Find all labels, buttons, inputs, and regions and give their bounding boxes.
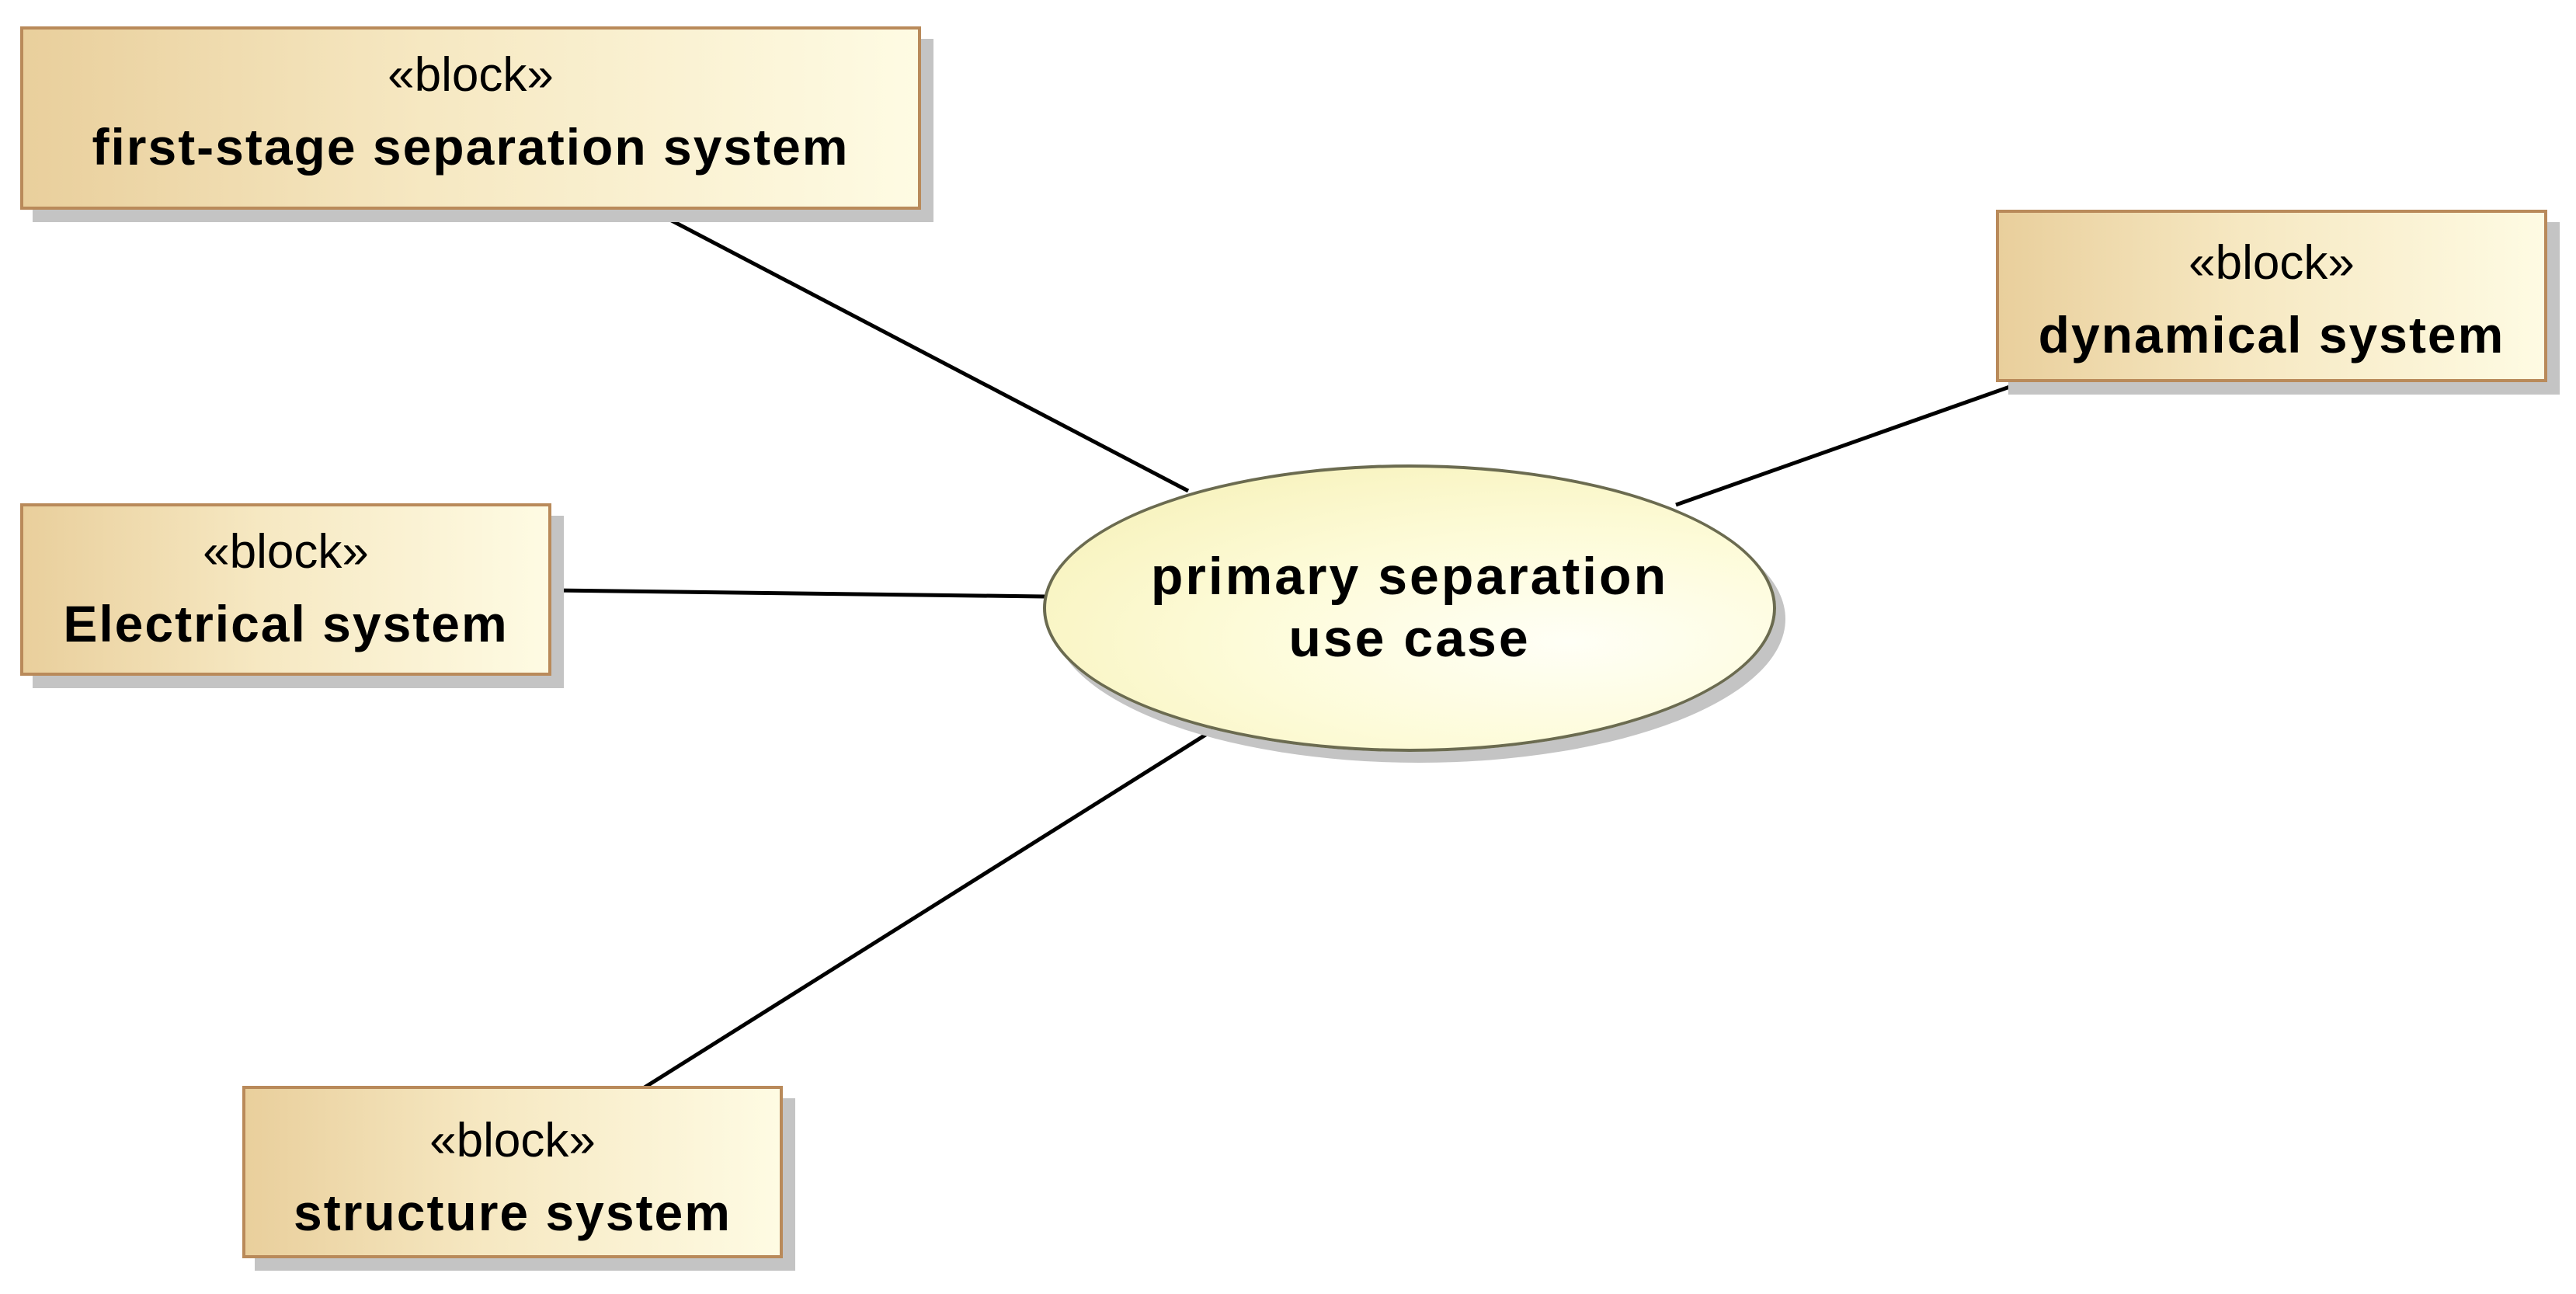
block-stereotype: «block»	[2188, 236, 2355, 290]
use-case-primary-separation[interactable]: primary separation use case	[1043, 464, 1776, 752]
block-stereotype: «block»	[203, 525, 369, 579]
block-dynamical-system[interactable]: «block» dynamical system	[1996, 210, 2547, 382]
block-structure-system[interactable]: «block» structure system	[242, 1086, 783, 1258]
block-name: dynamical system	[2038, 306, 2505, 364]
association-dynamical[interactable]	[1675, 381, 2022, 507]
block-name: structure system	[294, 1184, 732, 1241]
block-electrical-system[interactable]: «block» Electrical system	[20, 503, 551, 676]
block-stereotype: «block»	[429, 1114, 596, 1167]
block-first-stage-separation-system[interactable]: «block» first-stage separation system	[20, 26, 921, 210]
block-stereotype: «block»	[388, 48, 554, 102]
association-electrical[interactable]	[552, 588, 1045, 599]
association-first-stage[interactable]	[649, 207, 1190, 493]
block-name: Electrical system	[63, 595, 509, 652]
use-case-name-line-2: use case	[1288, 609, 1531, 668]
block-name: first-stage separation system	[92, 118, 850, 176]
use-case-name-line-1: primary separation	[1150, 547, 1669, 607]
association-structure[interactable]	[643, 728, 1215, 1090]
